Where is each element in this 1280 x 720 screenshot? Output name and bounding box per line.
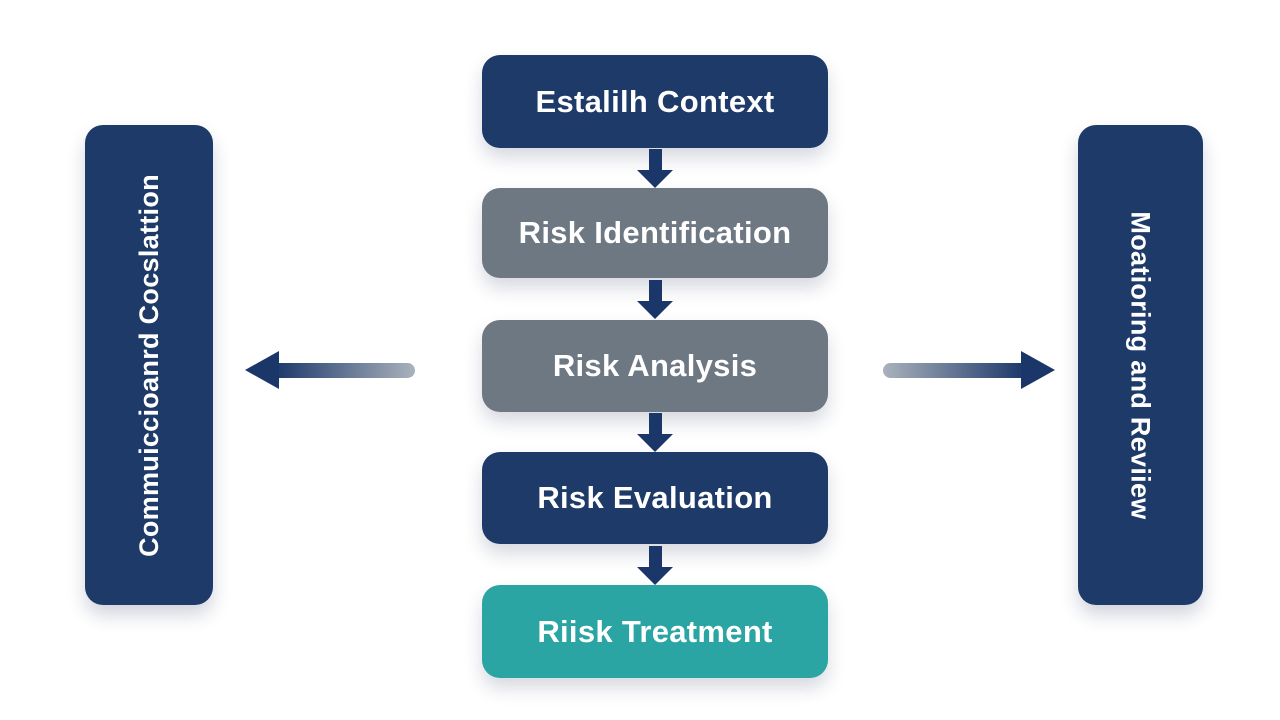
down-arrow-shaft <box>648 413 662 434</box>
node-risk-identification-label: Risk Identification <box>518 215 792 250</box>
node-risk-analysis-label: Risk Analysis <box>552 348 758 383</box>
node-establish-context: Estalilh Context <box>482 55 828 148</box>
down-arrow-shaft <box>648 149 662 170</box>
panel-communication-consultation: Commuiccioanrd Cocslattion <box>85 125 213 605</box>
right-arrow-head <box>1021 351 1055 389</box>
panel-communication-consultation-label: Commuiccioanrd Cocslattion <box>133 173 164 557</box>
left-arrow-shaft <box>273 363 415 378</box>
node-risk-treatment-label: Riisk Treatment <box>537 613 773 649</box>
down-arrow-head <box>637 434 673 452</box>
node-risk-evaluation-label: Risk Evaluation <box>537 480 773 515</box>
node-risk-treatment: Riisk Treatment <box>482 585 828 678</box>
down-arrow-head <box>637 301 673 319</box>
down-arrow-icon <box>637 280 673 320</box>
panel-monitoring-review: Moatioring and Reviiew <box>1078 125 1203 605</box>
right-arrow-shaft <box>883 363 1025 378</box>
panel-monitoring-review-label: Moatioring and Reviiew <box>1126 210 1157 520</box>
node-risk-analysis: Risk Analysis <box>482 320 828 412</box>
down-arrow-icon <box>637 413 673 453</box>
down-arrow-icon <box>637 149 673 189</box>
left-arrow-head <box>245 351 279 389</box>
down-arrow-head <box>637 170 673 188</box>
down-arrow-head <box>637 567 673 585</box>
node-risk-identification: Risk Identification <box>482 188 828 278</box>
left-arrow-icon <box>245 351 415 389</box>
down-arrow-shaft <box>648 546 662 567</box>
node-risk-evaluation: Risk Evaluation <box>482 452 828 544</box>
down-arrow-icon <box>637 546 673 586</box>
right-arrow-icon <box>883 351 1055 389</box>
down-arrow-shaft <box>648 280 662 301</box>
node-establish-context-label: Estalilh Context <box>535 83 775 119</box>
